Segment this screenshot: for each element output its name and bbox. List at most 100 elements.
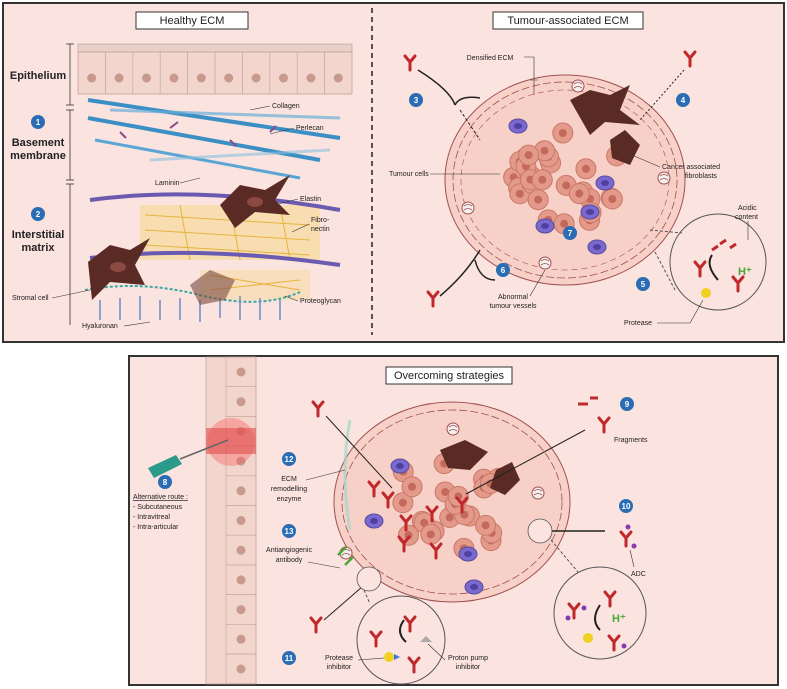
label-stromal-cell: Stromal cell [12,295,49,302]
immune-cell [535,218,555,234]
tumour-cell [531,169,553,191]
label-adc: ADC [631,571,646,578]
antibody-icon [403,54,417,72]
label-anti-1: Antiangiogenic [266,547,312,554]
label-laminin: Laminin [155,180,180,187]
label-intravitreal: - Intravitreal [133,514,170,521]
stromal-cells [88,175,290,305]
tumour-vessel [538,256,552,270]
label-hyaluronan: Hyaluronan [82,323,118,330]
tumour-cell [527,189,549,211]
tumour-cell [401,476,423,498]
badge-9-label: 9 [625,400,630,409]
cell-nucleus [236,545,246,555]
fragment-icon [597,416,611,434]
cell-nucleus [236,367,246,377]
label-intra-articular: - Intra-articular [133,524,179,531]
badge-9 [620,397,634,411]
tumour-cell [420,523,442,545]
badge-6 [496,263,510,277]
h-plus-label: H⁺ [738,266,752,278]
label-vessels-2: tumour vessels [489,303,537,310]
strategies-title: Overcoming strategies [394,370,505,382]
label-protease-inh-2: inhibitor [327,664,352,671]
label-elastin: Elastin [300,196,321,203]
healthy-title-box [135,11,249,30]
antiangiogenic-antibody [337,546,354,566]
label-subcutaneous: - Subcutaneous [133,504,183,511]
cell-nucleus [236,605,246,615]
cell-nucleus [142,73,151,83]
label-fibronectin-2: nectin [311,226,330,233]
tumour-vessel [657,171,671,185]
badge-10-label: 10 [622,502,631,511]
tumour-vessel [571,79,585,93]
section-interstitial-1: Interstitial [12,229,65,241]
epithelial-cell [324,51,353,95]
label-fibronectin-1: Fibro- [311,217,330,224]
badge-11-label: 11 [285,654,294,663]
section-basement-1: Basement [12,137,65,149]
tumour-ecm-section: Tumour-associated ECM 3 [389,11,767,327]
label-proton-2: inhibitor [456,664,481,671]
syringe-icon [148,439,229,478]
tumour-cell [568,183,590,205]
badge-4-label: 4 [681,96,686,105]
epithelium-layer [77,43,353,95]
label-proteoglycan: Proteoglycan [300,298,341,305]
cell-nucleus [333,73,343,83]
badge-12 [282,452,296,466]
label-ecm-1: ECM [281,476,297,483]
badge-5 [636,277,650,291]
tumour-cell [447,485,469,507]
cell-nucleus [236,486,246,496]
label-alt-route: Alternative route : [133,494,188,501]
cell-nucleus [224,73,234,83]
cell-nucleus [251,73,261,83]
epithelial-cells [77,51,353,95]
label-acidic-1: Acidic [738,205,757,212]
immune-cell [595,175,615,191]
badge-6-label: 6 [501,266,506,275]
protease-icon-inhibited [384,652,394,662]
strategies-section: Overcoming strategies 8 Alternative rout… [133,356,648,685]
label-collagen: Collagen [272,103,300,110]
tumour-cell [601,188,623,210]
label-vessels-1: Abnormal [498,294,528,301]
badge-13-label: 13 [285,527,294,536]
tumour-vessel [461,201,475,215]
badge-13 [282,524,296,538]
badge-7-label: 7 [568,229,573,238]
antibody-icon [683,50,697,68]
tumour-cell [552,122,574,144]
section-epithelium: Epithelium [10,70,66,82]
fragments-icon [578,396,598,406]
badge-3 [409,93,423,107]
adc-h-plus: H⁺ [612,613,626,625]
badge-3-label: 3 [414,96,419,105]
badge-8-label: 8 [163,478,168,487]
immune-cell [508,118,528,134]
badge-5-label: 5 [641,280,646,289]
cell-nucleus [236,664,246,674]
label-ecm-2: remodelling [271,486,307,493]
tumour-title: Tumour-associated ECM [507,15,628,27]
skin-column [205,356,257,685]
caf-cell [570,85,640,135]
label-fragments: Fragments [614,437,648,444]
healthy-title: Healthy ECM [160,15,225,27]
tumour-cell [475,514,497,536]
cell-nucleus [236,575,246,585]
cell-nucleus [236,456,246,466]
label-proton-1: Proton pump [448,655,488,662]
adc-inset [553,566,647,660]
label-anti-2: antibody [276,557,303,564]
badge-12-label: 12 [285,455,294,464]
healthy-ecm-section: Healthy ECM Epithelium 1 Basement membra… [10,11,353,330]
badge-11 [282,651,296,665]
label-tumour-cells: Tumour cells [389,171,429,178]
protease-icon [701,288,711,298]
acidic-inset [669,213,767,311]
label-perlecan: Perlecan [296,125,324,132]
badge-4 [676,93,690,107]
